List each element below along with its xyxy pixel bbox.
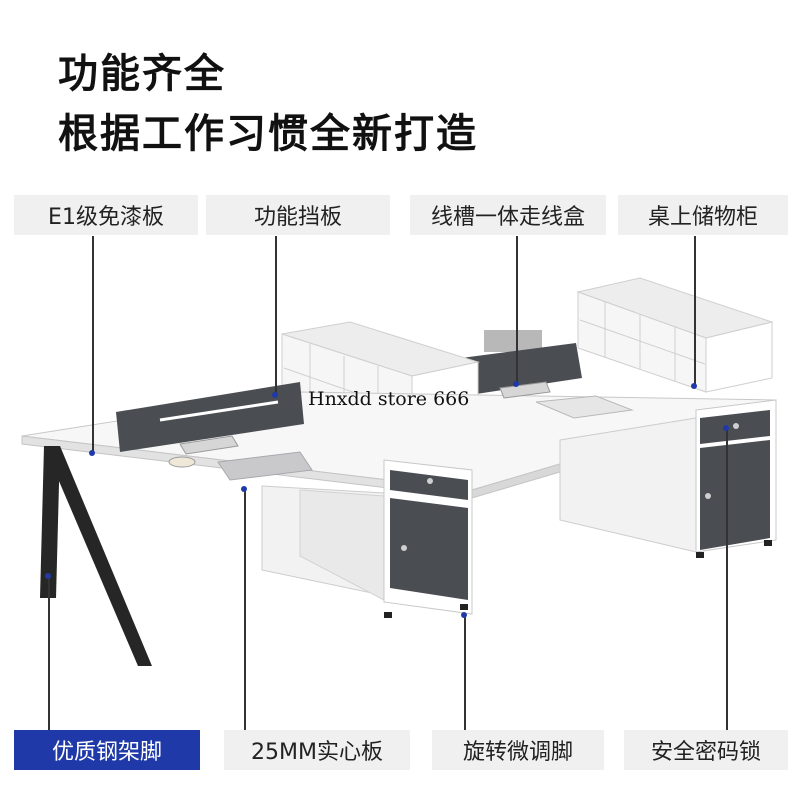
callout-line-solid-board: [244, 490, 246, 730]
callout-line-adjustable-foot: [464, 616, 466, 730]
callout-line-e1-board: [92, 236, 94, 454]
headline-subtitle: 根据工作习惯全新打造: [58, 111, 478, 157]
label-e1-board: E1级免漆板: [14, 195, 198, 235]
label-password-lock: 安全密码锁: [624, 730, 788, 770]
label-adjustable-foot: 旋转微调脚: [432, 730, 604, 770]
callout-dot-steel-frame: [45, 573, 51, 579]
label-steel-frame: 优质钢架脚: [14, 730, 200, 770]
callout-dot-adjustable-foot: [461, 612, 467, 618]
callout-dot-password-lock: [723, 425, 729, 431]
label-desktop-cabinet: 桌上储物柜: [618, 195, 788, 235]
label-privacy-panel: 功能挡板: [206, 195, 390, 235]
callout-dot-solid-board: [241, 486, 247, 492]
callout-dot-desktop-cabinet: [691, 383, 697, 389]
callout-line-desktop-cabinet: [694, 236, 696, 386]
headline-title: 功能齐全: [58, 51, 226, 97]
callout-line-privacy-panel: [275, 236, 277, 396]
callout-line-steel-frame: [48, 578, 50, 730]
callout-dot-e1-board: [89, 450, 95, 456]
callout-line-cable-tray: [516, 236, 518, 384]
callout-dot-cable-tray: [513, 381, 519, 387]
callout-dot-privacy-panel: [272, 392, 278, 398]
label-solid-board: 25MM实心板: [224, 730, 410, 770]
callout-line-password-lock: [726, 430, 728, 730]
label-cable-tray: 线槽一体走线盒: [410, 195, 606, 235]
store-watermark: Hnxdd store 666: [308, 388, 470, 410]
